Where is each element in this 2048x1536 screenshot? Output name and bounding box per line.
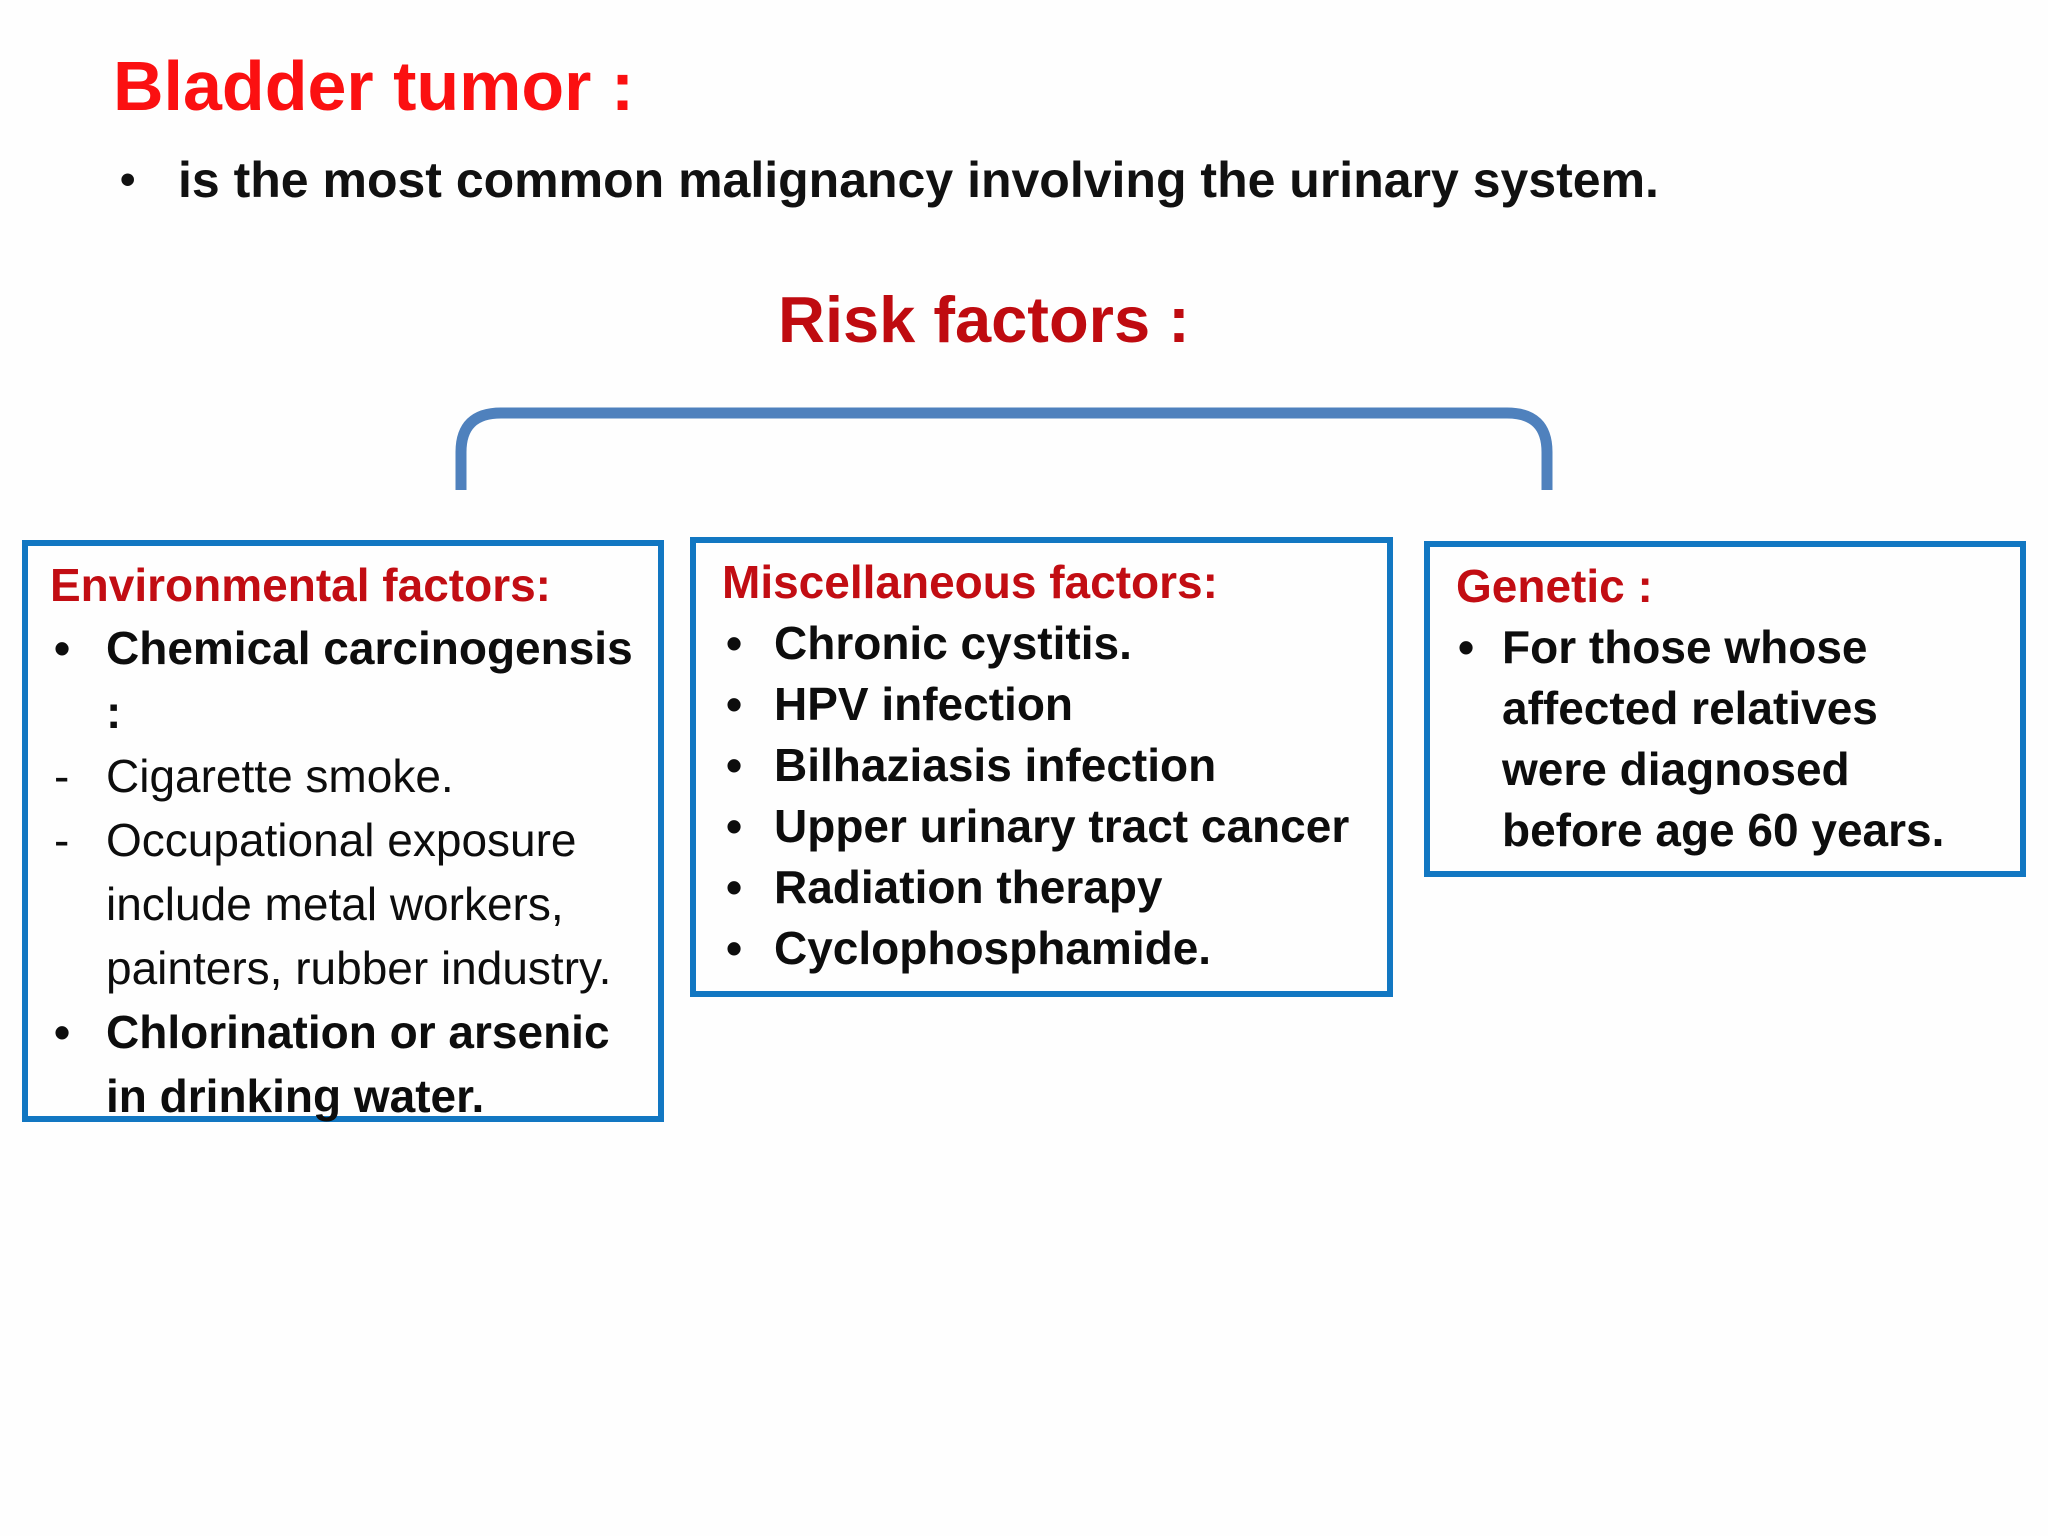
list-item-text: Chlorination or arsenic in drinking wate… [106, 1006, 610, 1123]
bullet-icon: • [54, 1006, 71, 1059]
risk-factors-heading: Risk factors : [778, 283, 1190, 356]
genetic-factors-header: Genetic : [1456, 560, 1653, 612]
bullet-icon: • [1458, 621, 1475, 674]
list-item-text: Radiation therapy [774, 861, 1163, 914]
bullet-icon: • [120, 155, 136, 204]
list-item-text: Cigarette smoke. [106, 750, 454, 803]
list-item: - Occupational exposure include metal wo… [28, 808, 658, 1000]
dash-icon: - [54, 814, 70, 867]
list-item-text: Bilhaziasis infection [774, 739, 1217, 792]
list-item-text: Occupational exposure include metal work… [106, 814, 612, 995]
miscellaneous-factors-list: • Chronic cystitis. • HPV infection • Bi… [696, 613, 1387, 979]
list-item: • Cyclophosphamide. [696, 918, 1387, 979]
miscellaneous-factors-box: Miscellaneous factors: • Chronic cystiti… [690, 537, 1393, 997]
list-item-text: Cyclophosphamide. [774, 922, 1212, 975]
bullet-icon: • [726, 678, 743, 731]
genetic-factors-list: • For those whose affected relatives wer… [1430, 617, 2020, 861]
list-item: - Cigarette smoke. [28, 744, 658, 808]
list-item: • Chlorination or arsenic in drinking wa… [28, 1000, 658, 1128]
list-item-text: HPV infection [774, 678, 1074, 731]
genetic-factors-box: Genetic : • For those whose affected rel… [1424, 541, 2026, 877]
bullet-icon: • [54, 622, 71, 675]
list-item-text: For those whose affected relatives were … [1502, 621, 1945, 857]
list-item: • Chemical carcinogensis : [28, 616, 658, 744]
list-item: • HPV infection [696, 674, 1387, 735]
list-item-text: Upper urinary tract cancer [774, 800, 1350, 853]
environmental-factors-box: Environmental factors: • Chemical carcin… [22, 540, 664, 1122]
bullet-icon: • [726, 922, 743, 975]
intro-bullet-text: is the most common malignancy involving … [178, 152, 1659, 208]
environmental-factors-header: Environmental factors: [50, 559, 551, 611]
list-item-text: Chemical carcinogensis : [106, 622, 633, 739]
bullet-icon: • [726, 800, 743, 853]
list-item-text: Chronic cystitis. [774, 617, 1132, 670]
environmental-factors-list: • Chemical carcinogensis : - Cigarette s… [28, 616, 658, 1128]
list-item: • Bilhaziasis infection [696, 735, 1387, 796]
miscellaneous-factors-header: Miscellaneous factors: [722, 556, 1218, 608]
list-item: • For those whose affected relatives wer… [1430, 617, 2020, 861]
intro-bullet-row: • is the most common malignancy involvin… [120, 150, 1659, 210]
bullet-icon: • [726, 739, 743, 792]
list-item: • Chronic cystitis. [696, 613, 1387, 674]
bullet-icon: • [726, 861, 743, 914]
list-item: • Radiation therapy [696, 857, 1387, 918]
slide-title: Bladder tumor : [113, 47, 635, 125]
bullet-icon: • [726, 617, 743, 670]
list-item: • Upper urinary tract cancer [696, 796, 1387, 857]
dash-icon: - [54, 750, 70, 803]
